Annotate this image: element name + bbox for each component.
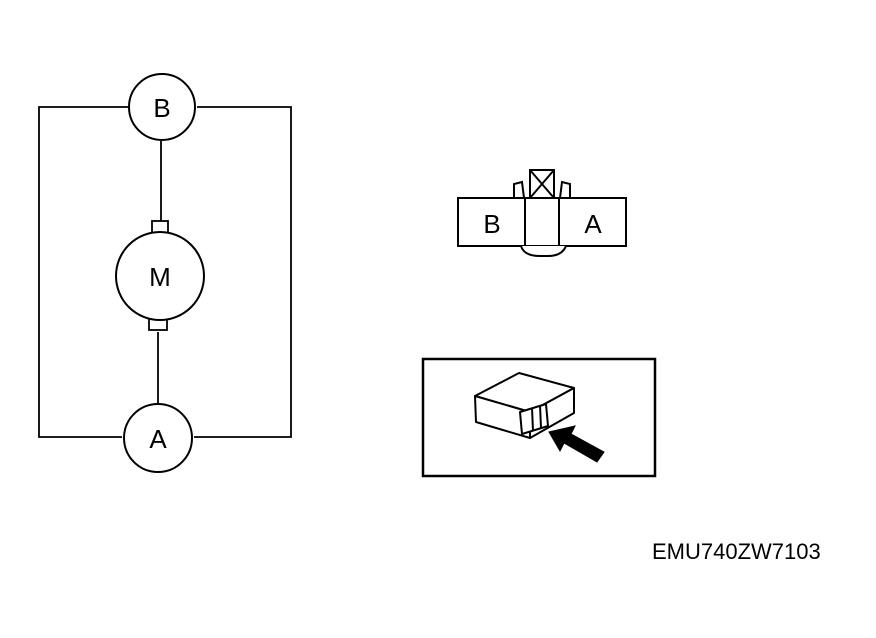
terminal-a-label: A: [149, 424, 167, 454]
lock-tab-cross-b: [529, 169, 555, 199]
motor-symbol: M: [115, 220, 205, 331]
connector-face: [457, 169, 627, 257]
terminal-a: A: [123, 403, 193, 473]
location-inset: [421, 357, 657, 478]
figure-code: EMU740ZW7103: [652, 539, 821, 564]
motor-circuit: [38, 106, 292, 438]
connector-label-a: A: [584, 209, 602, 239]
connector-tab-right: [559, 180, 571, 199]
motor-label: M: [149, 262, 171, 292]
unit-box-icon: [474, 372, 575, 439]
connector-label-b: B: [483, 209, 500, 239]
right-wire: [194, 106, 292, 438]
connector-tab-left: [513, 180, 525, 199]
terminal-b: B: [128, 73, 196, 141]
bottom-latch: [520, 245, 567, 257]
left-wire: [38, 106, 128, 438]
connector-body: [457, 197, 627, 247]
arrow-icon: [548, 425, 605, 463]
terminal-b-label: B: [153, 93, 170, 123]
